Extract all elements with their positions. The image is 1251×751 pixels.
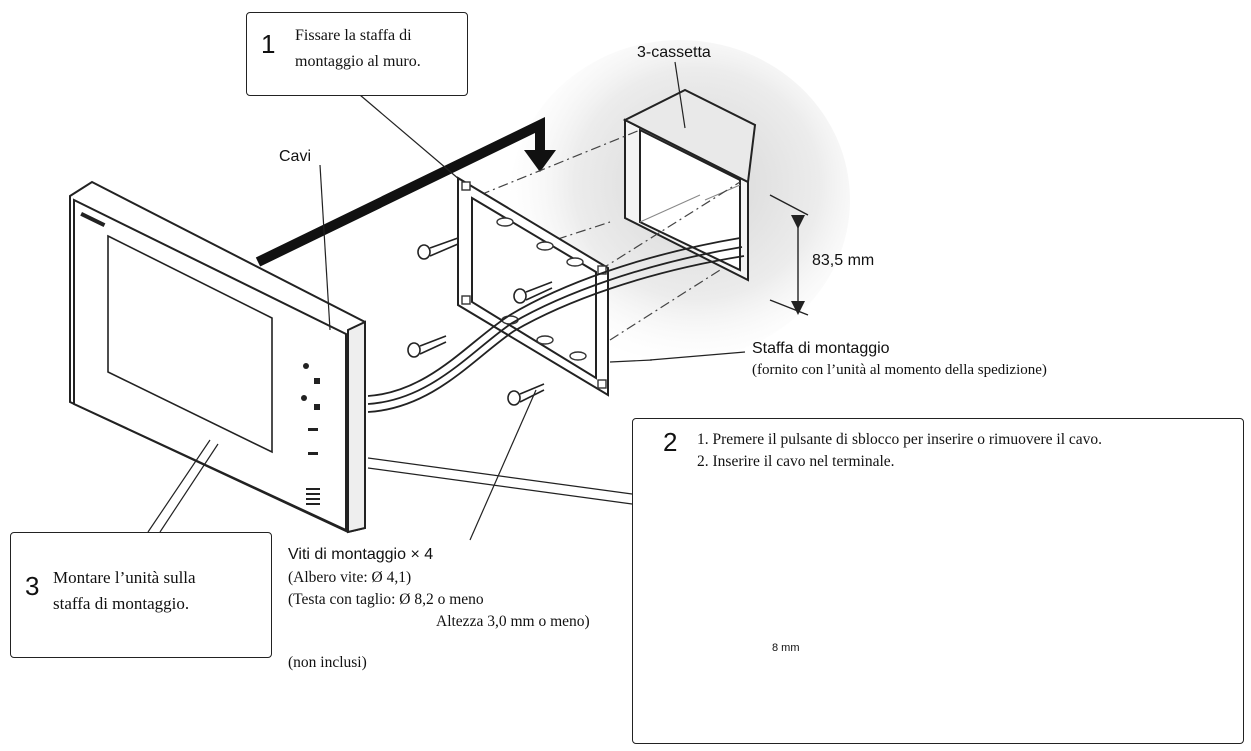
label-dimension: 83,5 mm	[812, 252, 875, 269]
dimension-line	[769, 194, 809, 316]
step-2-line-1: 1. Premere il pulsante di sblocco per in…	[697, 431, 1103, 448]
monitor-unit	[69, 180, 366, 534]
label-viti-albero: (Albero vite: Ø 4,1)	[288, 569, 412, 586]
label-viti-testa: (Testa con taglio: Ø 8,2 o meno	[288, 591, 484, 608]
label-strip-length: 8 mm	[772, 642, 800, 654]
label-non-inclusi: (non inclusi)	[288, 654, 367, 671]
step-3-number: 3	[25, 571, 40, 601]
step-2-number: 2	[663, 427, 678, 457]
label-viti-title: Viti di montaggio × 4	[288, 546, 434, 563]
step-1-line-1: Fissare la staffa di	[295, 27, 412, 44]
projection-lines	[479, 129, 741, 341]
step-3-line-2: staffa di montaggio.	[53, 594, 190, 613]
step-2-callout: 2 1. Premere il pulsante di sblocco per …	[632, 418, 1244, 744]
label-staffa-title: Staffa di montaggio	[752, 340, 890, 357]
label-cassetta: 3-cassetta	[637, 44, 711, 61]
label-cavi: Cavi	[279, 148, 312, 165]
step-1-number: 1	[261, 29, 276, 59]
step-2-line-2: 2. Inserire il cavo nel terminale.	[697, 453, 895, 470]
screws	[407, 237, 553, 406]
step-1-line-2: montaggio al muro.	[295, 53, 421, 70]
step-3-callout: 3 Montare l’unità sulla staffa di montag…	[10, 532, 272, 658]
label-staffa-note: (fornito con l’unità al momento della sp…	[752, 362, 1047, 378]
callout-lines	[147, 61, 746, 541]
step-1-callout: 1 Fissare la staffa di montaggio al muro…	[246, 12, 468, 96]
label-viti-altezza: Altezza 3,0 mm o meno)	[436, 613, 590, 630]
back-box	[622, 88, 757, 282]
step-3-line-1: Montare l’unità sulla	[53, 568, 196, 587]
mount-arrow	[255, 117, 556, 267]
cables	[367, 237, 745, 413]
